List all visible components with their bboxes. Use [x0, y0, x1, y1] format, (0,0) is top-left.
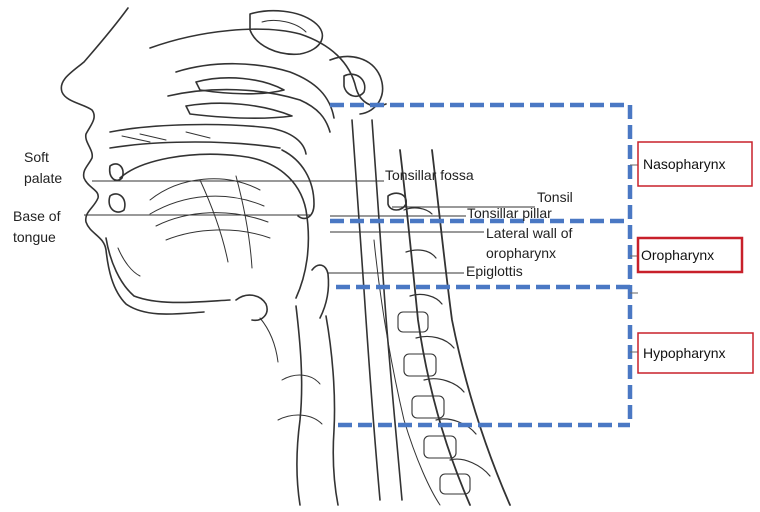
base-tongue-label-line1: Base of	[13, 208, 61, 224]
region-boxes: Nasopharynx Oropharynx Hypopharynx	[638, 142, 753, 373]
turbinate-middle	[186, 103, 292, 118]
epiglottis-shape	[312, 265, 329, 318]
turbinate-upper	[196, 78, 284, 94]
lateral-wall-label-line2: oropharynx	[486, 245, 556, 261]
larynx-outline	[296, 306, 302, 505]
leader-lines	[84, 181, 535, 273]
tonsillar-pillar-label: Tonsillar pillar	[467, 205, 552, 221]
oropharynx-label: Oropharynx	[641, 247, 714, 263]
epiglottis-label: Epiglottis	[466, 263, 523, 279]
teeth	[110, 164, 123, 180]
lateral-wall-label-line1: Lateral wall of	[486, 225, 572, 241]
hyoid-bone	[236, 295, 267, 320]
tongue-outline	[120, 154, 308, 298]
tonsil-label: Tonsil	[537, 189, 573, 205]
base-tongue-label-line2: tongue	[13, 229, 56, 245]
hypopharynx-label: Hypopharynx	[643, 345, 726, 361]
soft-palate	[282, 150, 314, 218]
tonsillar-fossa-label: Tonsillar fossa	[385, 167, 474, 183]
soft-palate-label-line1: Soft	[24, 149, 49, 165]
soft-palate-label-line2: palate	[24, 170, 62, 186]
nasopharynx-label: Nasopharynx	[643, 156, 726, 172]
mandible	[106, 238, 230, 303]
face-profile	[61, 8, 204, 314]
head-neck-illustration	[61, 8, 510, 505]
left-labels: Soft palate Base of tongue	[13, 149, 62, 245]
sphenoid-outline	[250, 11, 322, 55]
